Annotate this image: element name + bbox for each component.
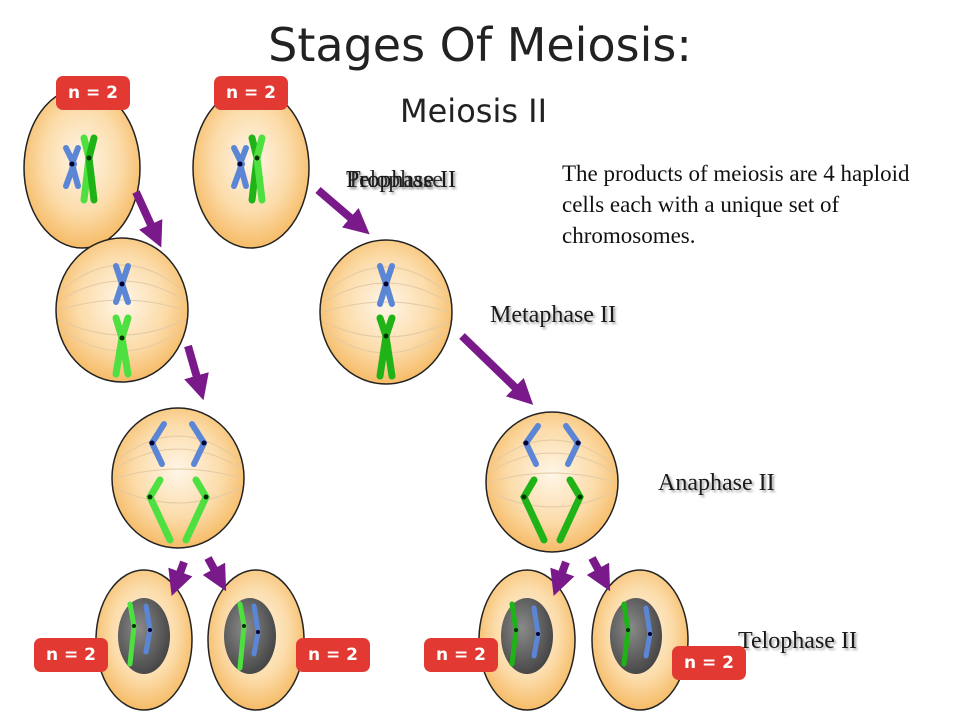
- page-subtitle: Meiosis II: [400, 92, 548, 130]
- prophase-cell-left: [23, 87, 141, 249]
- ploidy-badge: n = 2: [296, 638, 370, 672]
- chromosome-blue: [63, 145, 81, 189]
- daughter-cell-1: [95, 569, 193, 711]
- stage-arrows: [132, 186, 611, 597]
- chromosome-blue: [522, 423, 582, 467]
- stage-label-prophase: Prophase II: [346, 167, 456, 193]
- caption-text: The products of meiosis are 4 haploid ce…: [562, 161, 910, 249]
- chromosome-green: [248, 134, 266, 204]
- stage-label-telophase: Telophase II: [738, 628, 857, 654]
- arrow-metaphase-to-anaphase-right: [459, 333, 534, 405]
- arrow-to-daughter-2: [202, 556, 227, 592]
- stage-label-metaphase: Metaphase II: [490, 302, 616, 328]
- arrow-metaphase-to-anaphase-left: [184, 344, 209, 401]
- daughter-cell-3: [478, 569, 576, 711]
- stage-label-anaphase: Anaphase II: [658, 470, 775, 496]
- spindle-fibers: [489, 439, 615, 508]
- arrow-to-daughter-3: [550, 560, 575, 597]
- stage-label-telophase-overlap: Telophase: [346, 167, 443, 193]
- chromosome-green: [80, 134, 98, 204]
- arrow-prophase-to-metaphase-right: [315, 186, 370, 235]
- prophase-cell-right: [192, 87, 310, 249]
- chromosome-blue: [377, 263, 395, 307]
- ploidy-badge: n = 2: [214, 76, 288, 110]
- chromosome-green: [112, 314, 132, 378]
- page-title: Stages Of Meiosis:: [268, 18, 692, 72]
- daughter-cell-4: [591, 569, 689, 711]
- chromosome-green: [146, 476, 210, 544]
- daughter-cell-2: [207, 569, 305, 711]
- chromosome-green: [520, 476, 584, 544]
- arrow-to-daughter-4: [586, 556, 611, 592]
- ploidy-badge: n = 2: [56, 76, 130, 110]
- chromosome-blue: [231, 145, 249, 189]
- chromosome-blue: [113, 263, 131, 305]
- metaphase-cell-left: [55, 237, 189, 383]
- anaphase-cell-right: [485, 411, 619, 553]
- chromosome-green: [376, 314, 396, 380]
- arrow-prophase-to-metaphase-left: [132, 190, 163, 248]
- ploidy-badge: n = 2: [34, 638, 108, 672]
- chromosome-blue: [148, 421, 208, 467]
- ploidy-badge: n = 2: [424, 638, 498, 672]
- arrow-to-daughter-1: [168, 560, 193, 597]
- metaphase-cell-right: [319, 239, 453, 385]
- anaphase-cell-left: [111, 407, 245, 549]
- ploidy-badge: n = 2: [672, 646, 746, 680]
- spindle-fibers: [115, 435, 241, 504]
